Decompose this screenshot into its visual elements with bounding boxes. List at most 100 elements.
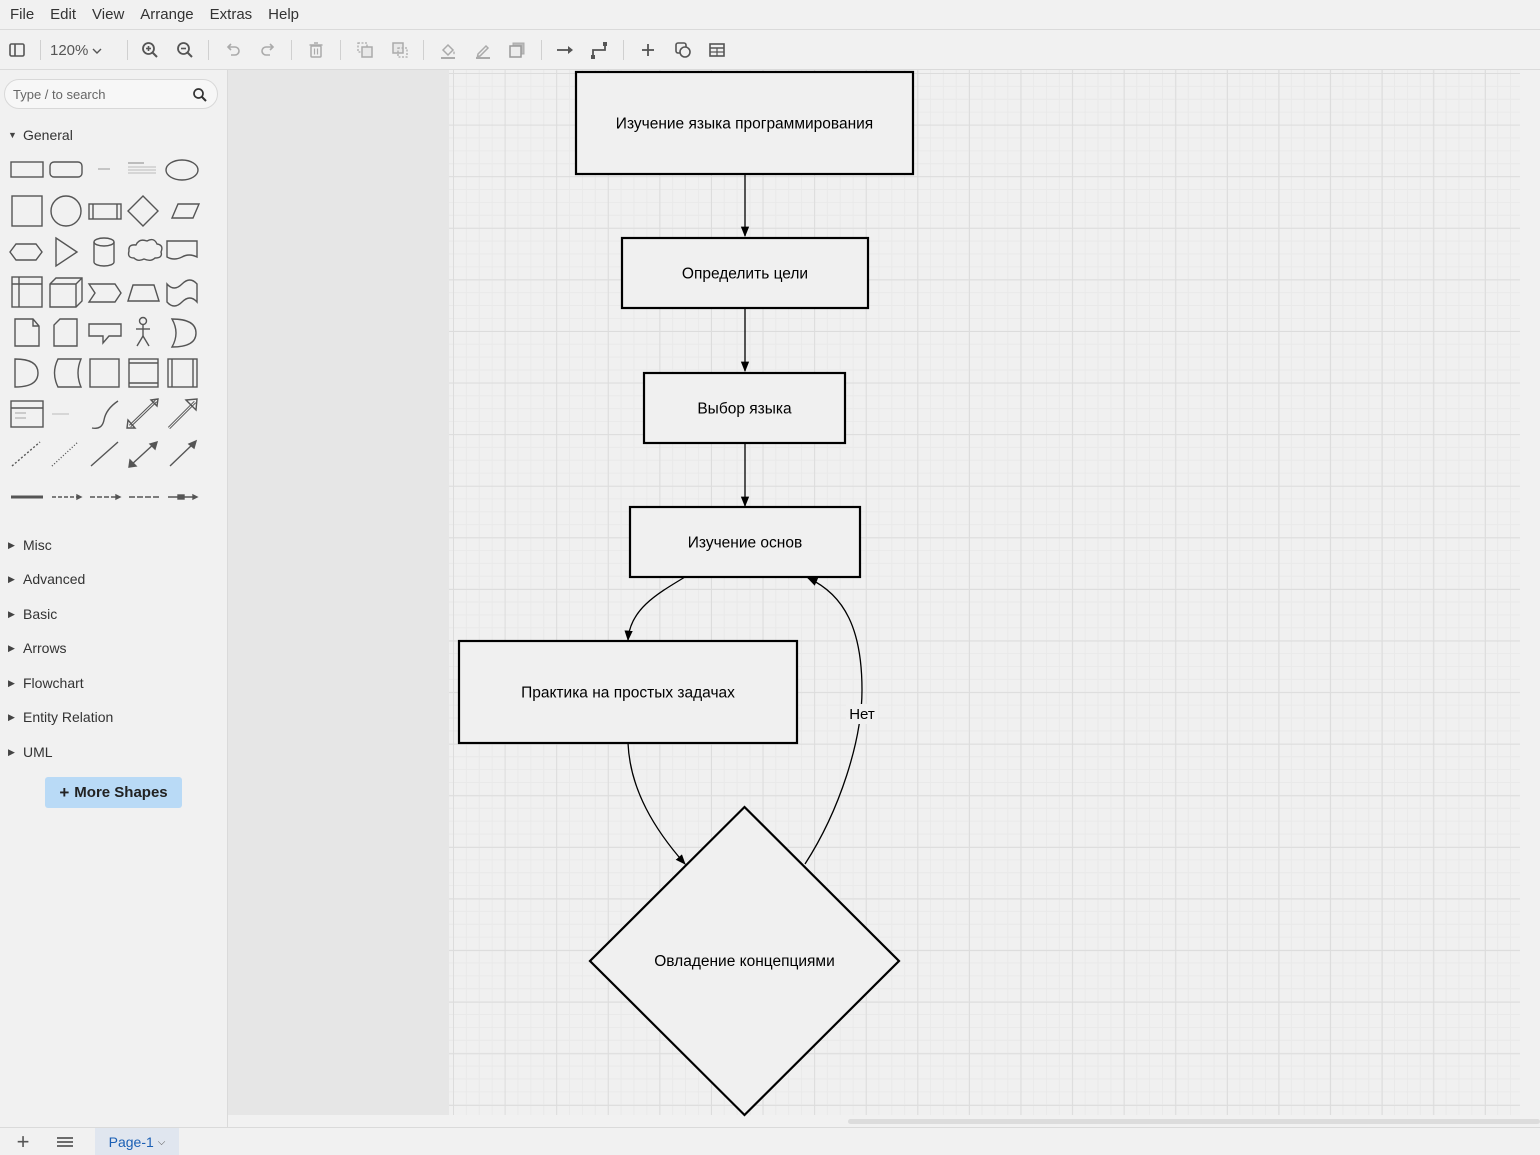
menu-view[interactable]: View — [92, 5, 125, 23]
shape-step[interactable] — [87, 283, 122, 303]
shape-arrow[interactable] — [167, 398, 198, 430]
shape-line[interactable] — [90, 441, 119, 467]
node-practice[interactable]: Практика на простых задачах — [457, 639, 799, 745]
shape-process[interactable] — [88, 203, 122, 220]
toggle-sidebar-icon[interactable] — [3, 36, 31, 64]
section-label: UML — [23, 744, 53, 760]
shape-triangle[interactable] — [55, 236, 79, 268]
section-uml[interactable]: ▶ UML — [8, 742, 53, 762]
shape-link-arrow-4[interactable] — [168, 493, 199, 501]
menu-file[interactable]: File — [10, 5, 35, 23]
shape-delay[interactable] — [14, 358, 39, 388]
zoom-dropdown[interactable]: 120% — [50, 38, 102, 62]
shape-callout[interactable] — [88, 323, 122, 345]
shape-bidirectional-connector[interactable] — [128, 440, 159, 468]
section-entity-relation[interactable]: ▶ Entity Relation — [8, 707, 113, 727]
shape-textbox[interactable] — [128, 162, 156, 174]
fill-color-icon[interactable] — [434, 36, 462, 64]
shape-curve[interactable] — [91, 400, 119, 430]
shape-container[interactable] — [89, 358, 120, 388]
shape-ellipse[interactable] — [165, 159, 199, 181]
search-icon[interactable] — [192, 87, 208, 103]
shape-cylinder[interactable] — [93, 237, 115, 267]
toolbar: 120% — [0, 30, 1540, 70]
menu-help[interactable]: Help — [268, 5, 300, 23]
section-label: Misc — [23, 537, 52, 553]
node-label: Определить цели — [682, 266, 808, 283]
shape-bidirectional-arrow[interactable] — [126, 398, 159, 429]
section-flowchart[interactable]: ▶ Flowchart — [8, 673, 84, 693]
node-label: Изучение основ — [688, 535, 802, 552]
menu-extras[interactable]: Extras — [209, 5, 253, 23]
node-master-concepts-decision[interactable]: Овладение концепциями — [588, 805, 901, 1117]
shape-parallelogram[interactable] — [170, 203, 201, 219]
shape-internal-storage[interactable] — [11, 276, 43, 308]
vertical-scrollbar[interactable] — [1520, 70, 1540, 1127]
table-icon[interactable] — [703, 36, 731, 64]
page-tab-label: Page-1 — [108, 1134, 154, 1150]
zoom-out-icon[interactable] — [171, 36, 199, 64]
shape-pool[interactable] — [167, 358, 198, 388]
add-page-icon[interactable]: + — [16, 1129, 30, 1154]
shape-link-arrow-2[interactable] — [90, 493, 122, 501]
section-basic[interactable]: ▶ Basic — [8, 604, 57, 624]
to-front-icon[interactable] — [351, 36, 379, 64]
edge-5-6[interactable] — [627, 742, 686, 865]
shape-note[interactable] — [14, 318, 40, 347]
node-choose-language[interactable]: Выбор языка — [642, 371, 847, 445]
shape-dotted-line[interactable] — [51, 441, 79, 467]
page-tab[interactable]: Page-1 ⌵ — [95, 1128, 179, 1155]
delete-icon[interactable] — [302, 36, 330, 64]
undo-icon[interactable] — [219, 36, 247, 64]
shape-diamond[interactable] — [127, 195, 159, 227]
line-color-icon[interactable] — [469, 36, 497, 64]
shape-actor[interactable] — [136, 316, 150, 347]
shape-trapezoid[interactable] — [127, 284, 160, 302]
horizontal-scrollbar[interactable] — [228, 1115, 1540, 1127]
scrollbar-thumb[interactable] — [848, 1119, 1540, 1124]
connection-icon[interactable] — [551, 36, 579, 64]
section-misc[interactable]: ▶ Misc — [8, 535, 52, 555]
edge-4-5[interactable] — [624, 576, 686, 642]
shape-rounded-rectangle[interactable] — [49, 161, 83, 178]
shape-link-arrow-1[interactable] — [52, 493, 83, 501]
menu-arrange[interactable]: Arrange — [140, 5, 194, 23]
node-learn-language[interactable]: Изучение языка программирования — [574, 70, 915, 176]
shape-card[interactable] — [53, 318, 78, 347]
shape-hexagon[interactable] — [9, 243, 43, 261]
pages-menu-icon[interactable] — [54, 1132, 76, 1152]
node-learn-basics[interactable]: Изучение основ — [628, 505, 862, 579]
shape-directional-connector[interactable] — [169, 439, 198, 467]
shape-list[interactable] — [10, 400, 44, 428]
waypoints-icon[interactable] — [586, 36, 614, 64]
shape-swimlane[interactable] — [128, 358, 159, 388]
shape-circle[interactable] — [50, 195, 82, 227]
to-back-icon[interactable] — [386, 36, 414, 64]
shapes-icon[interactable] — [669, 36, 697, 64]
shape-or[interactable] — [170, 318, 197, 348]
shape-dashed-line[interactable] — [11, 441, 41, 467]
expand-triangle-icon: ▼ — [8, 130, 17, 140]
edge-label-no[interactable]: Нет — [849, 706, 875, 723]
shape-cube[interactable] — [49, 277, 83, 308]
menu-edit[interactable]: Edit — [50, 5, 77, 23]
shape-square[interactable] — [11, 195, 43, 227]
section-arrows[interactable]: ▶ Arrows — [8, 638, 67, 658]
shape-rectangle[interactable] — [10, 161, 44, 178]
zoom-in-icon[interactable] — [136, 36, 164, 64]
node-define-goals[interactable]: Определить цели — [620, 236, 870, 310]
shape-data-storage[interactable] — [53, 358, 83, 388]
node-label: Практика на простых задачах — [521, 685, 735, 702]
more-shapes-button[interactable]: + More Shapes — [45, 777, 182, 808]
shape-document[interactable] — [166, 240, 198, 260]
shape-cloud[interactable] — [127, 238, 163, 261]
insert-icon[interactable] — [634, 36, 662, 64]
shape-tape[interactable] — [166, 279, 198, 307]
section-advanced[interactable]: ▶ Advanced — [8, 569, 85, 589]
edge-6-4-no[interactable] — [804, 577, 863, 865]
redo-icon[interactable] — [254, 36, 282, 64]
shadow-icon[interactable] — [503, 36, 531, 64]
search-input[interactable] — [13, 85, 188, 103]
section-general[interactable]: ▼ General — [8, 125, 73, 145]
